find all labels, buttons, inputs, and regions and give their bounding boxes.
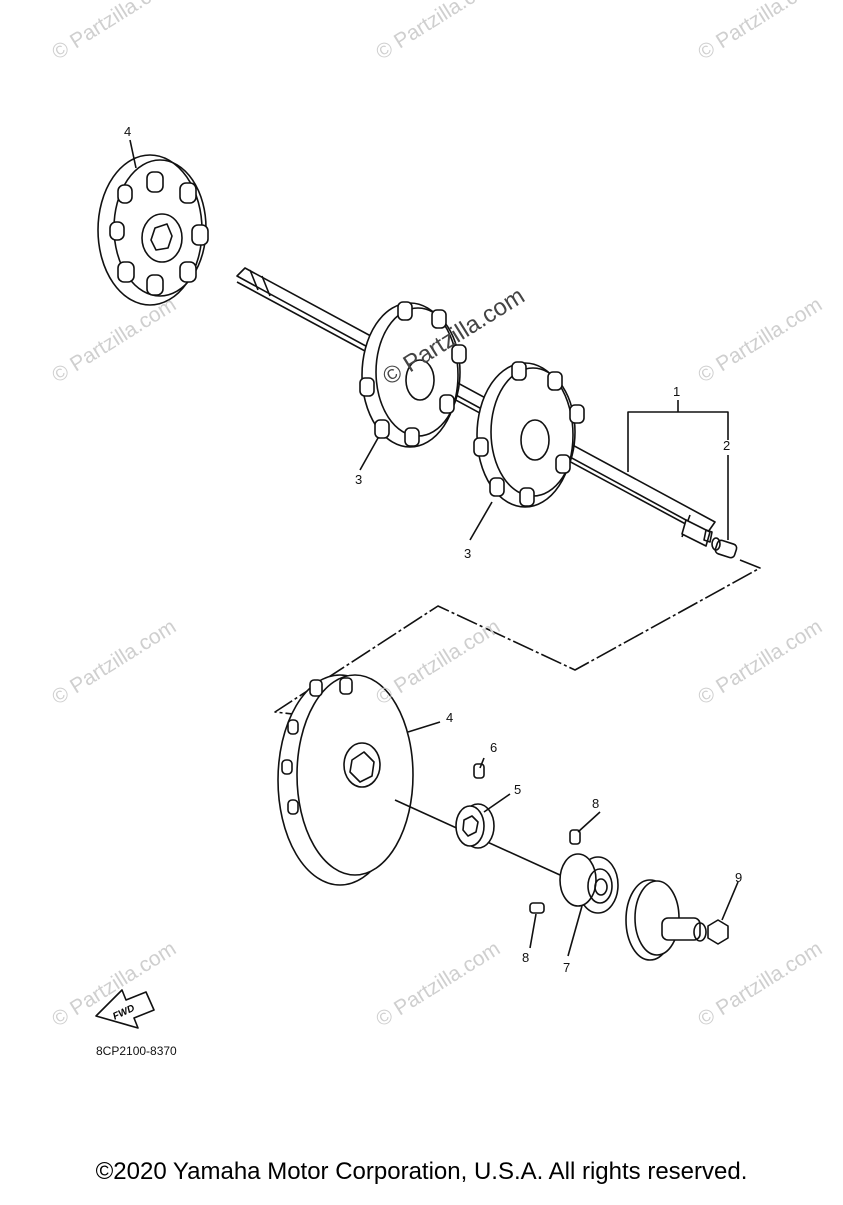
callout-1: 1 (673, 384, 681, 399)
leader-lines (129, 139, 739, 957)
sprocket-3-front (473, 361, 585, 508)
callout-4-top: 4 (124, 124, 132, 139)
sprocket-wheel-bottom (277, 674, 561, 886)
bearing-7 (529, 829, 619, 914)
hub-flange (625, 879, 707, 961)
callout-6: 6 (490, 740, 498, 755)
collar-5 (455, 763, 495, 849)
callout-9: 9 (735, 870, 743, 885)
assembly-lines (274, 559, 761, 717)
fwd-arrow-icon (95, 989, 155, 1029)
callout-bracket (627, 400, 729, 540)
callout-3-front: 3 (464, 546, 472, 561)
sprocket-3-rear (359, 301, 467, 448)
callout-8-upper: 8 (592, 796, 600, 811)
callout-5: 5 (514, 782, 522, 797)
callout-7: 7 (563, 960, 571, 975)
callout-8-lower: 8 (522, 950, 530, 965)
callout-3-rear: 3 (355, 472, 363, 487)
nut-9 (707, 919, 729, 945)
callout-4-bottom: 4 (446, 710, 454, 725)
copyright-notice: ©2020 Yamaha Motor Corporation, U.S.A. A… (95, 1158, 748, 1185)
sprocket-wheel-top (97, 154, 209, 306)
diagram-code: 8CP2100-8370 (96, 1044, 177, 1058)
callout-2: 2 (723, 438, 731, 453)
part-2-plug (711, 537, 738, 559)
